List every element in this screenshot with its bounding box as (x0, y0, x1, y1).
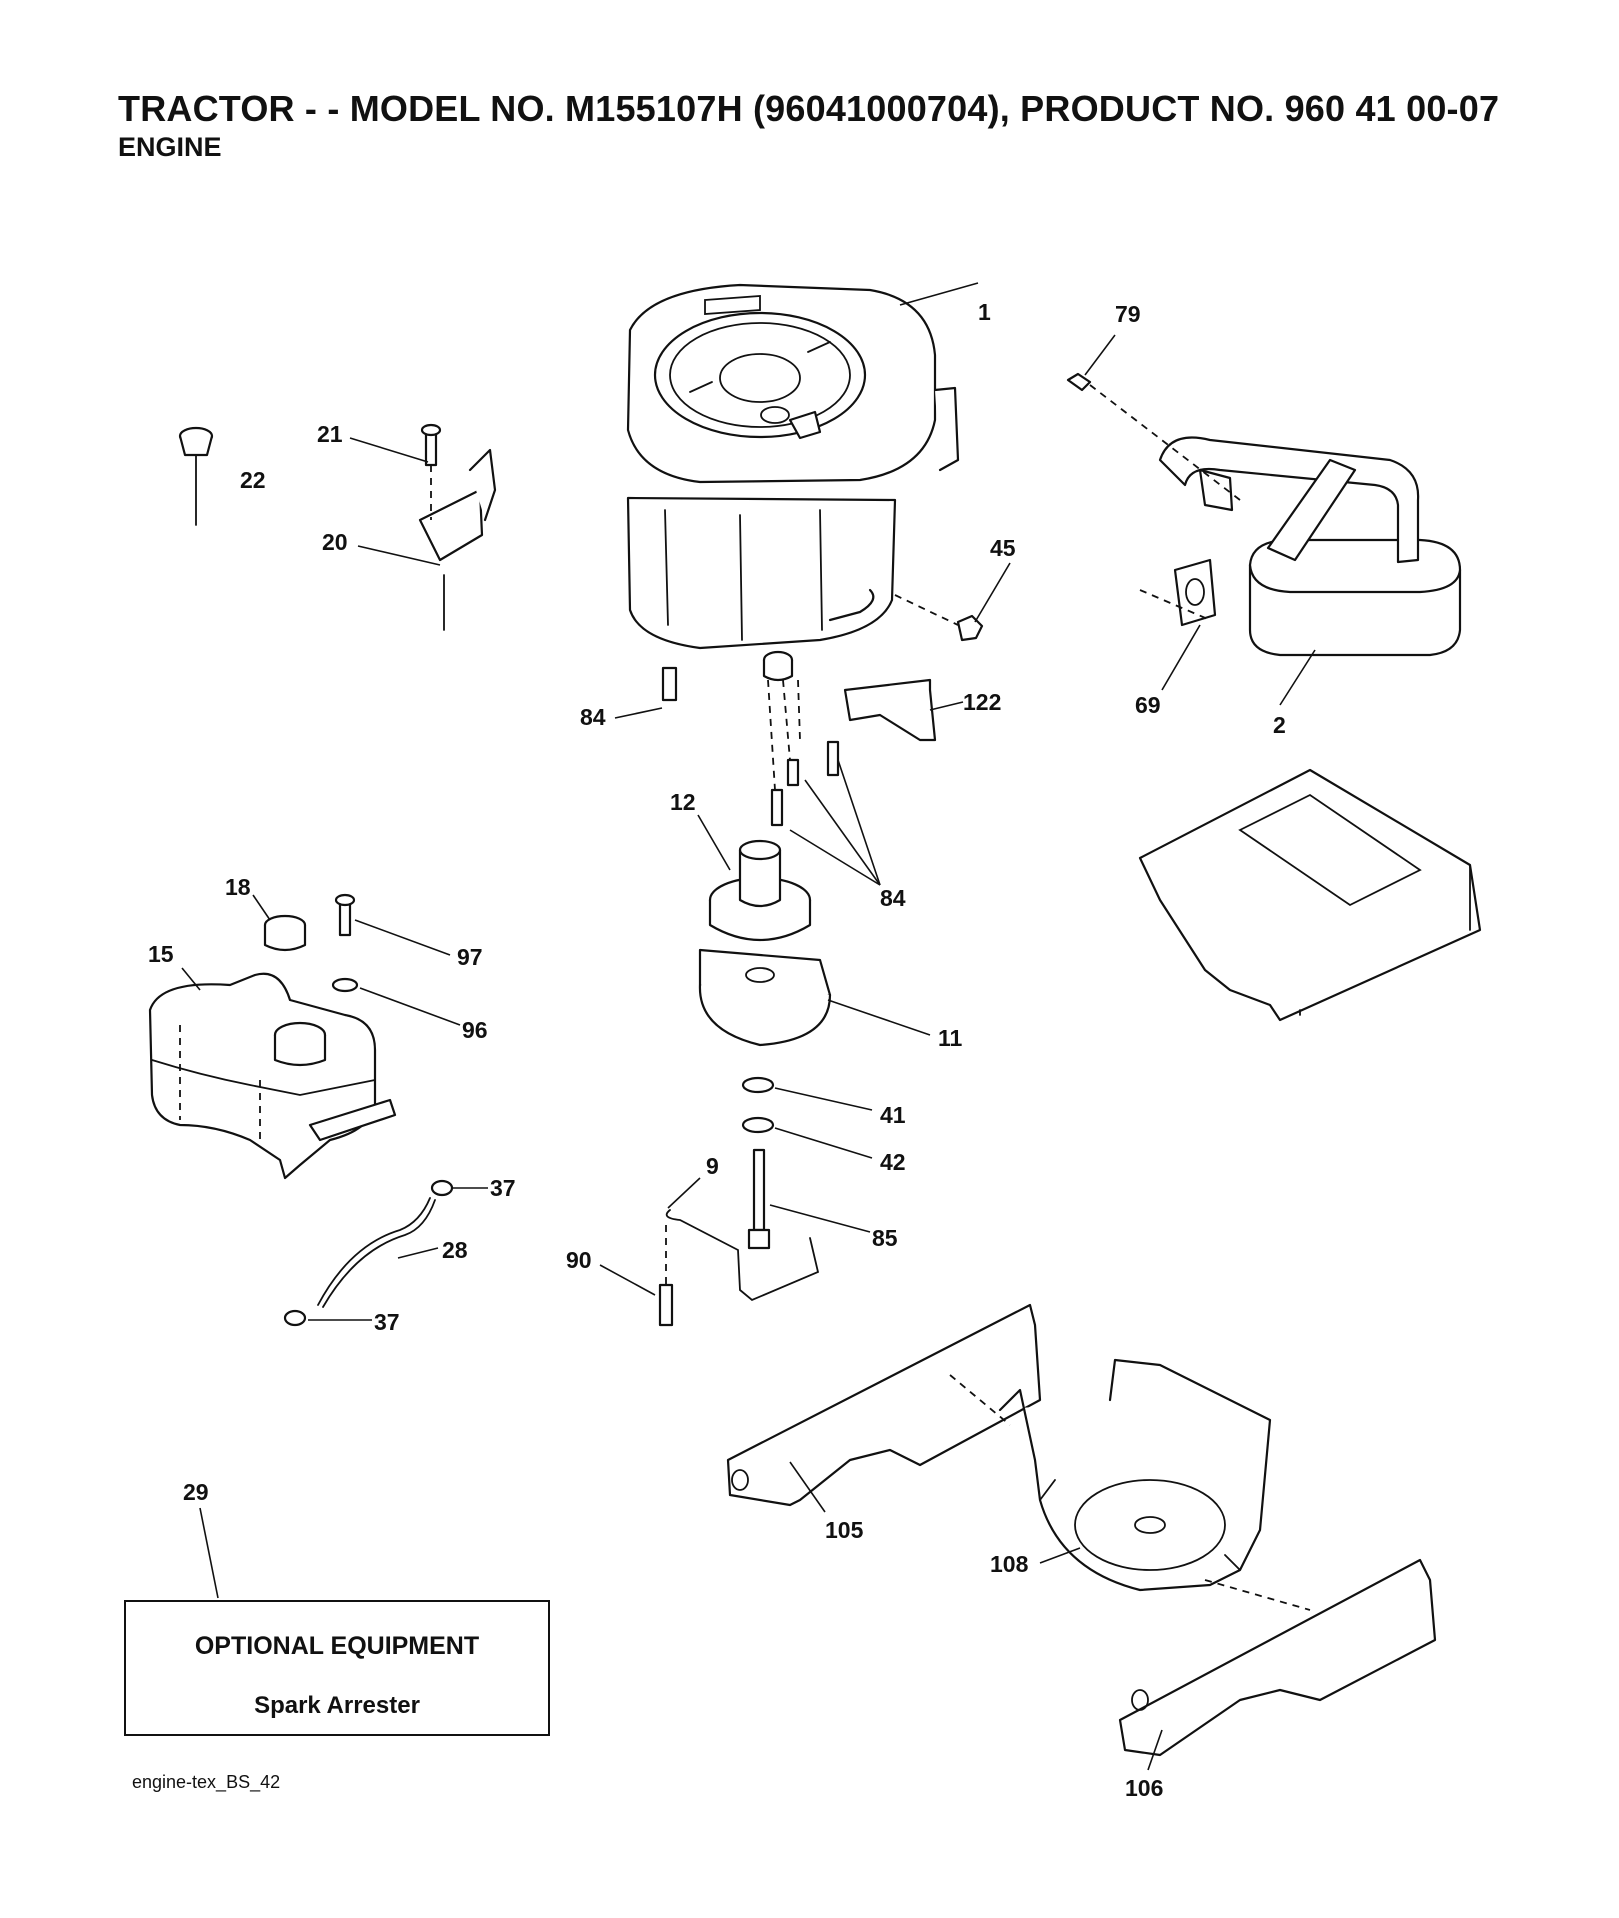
fuel-tank-15 (148, 972, 397, 1180)
clutch-11 (698, 948, 832, 1047)
callout-labels: 1 79 22 21 20 45 84 122 69 2 12 84 18 97… (148, 299, 1286, 1801)
callout-15: 15 (148, 941, 174, 967)
callout-37-lower: 37 (374, 1309, 400, 1335)
optional-equipment-box: OPTIONAL EQUIPMENT Spark Arrester (124, 1600, 550, 1736)
callout-1: 1 (978, 299, 991, 325)
callout-105: 105 (825, 1517, 864, 1543)
heat-shield-122 (843, 678, 937, 742)
callout-41: 41 (880, 1102, 906, 1128)
callout-12: 12 (670, 789, 696, 815)
page-title: TRACTOR - - MODEL NO. M155107H (96041000… (118, 88, 1500, 129)
callout-28: 28 (442, 1237, 468, 1263)
callout-122: 122 (963, 689, 1001, 715)
frame-bracket-106 (1118, 1558, 1437, 1757)
bolt-85 (752, 1148, 766, 1232)
choke-knob-22 (178, 426, 214, 526)
callout-96: 96 (462, 1017, 488, 1043)
washer-42 (741, 1116, 775, 1134)
section-subtitle: ENGINE (118, 132, 222, 162)
throttle-bracket-20 (418, 423, 497, 631)
callout-85: 85 (872, 1225, 898, 1251)
gasket-69 (1173, 558, 1217, 627)
callout-2: 2 (1273, 712, 1286, 738)
deck-shield-108 (998, 1358, 1272, 1592)
callout-90: 90 (566, 1247, 592, 1273)
muffler-part (1158, 436, 1462, 657)
clamp-37-lower (283, 1309, 307, 1327)
optional-equipment-item: Spark Arrester (254, 1692, 420, 1719)
bolt-90 (658, 1283, 674, 1327)
bolt-79 (1066, 372, 1092, 392)
mounting-plate (1138, 768, 1482, 1022)
callout-29: 29 (183, 1479, 209, 1505)
callout-45: 45 (990, 535, 1016, 561)
callout-106: 106 (1125, 1775, 1163, 1801)
optional-equipment-title: OPTIONAL EQUIPMENT (194, 1632, 480, 1660)
callout-11: 11 (938, 1025, 963, 1051)
nut-45 (956, 614, 984, 642)
leader-lines (181, 282, 1316, 1771)
callout-42: 42 (880, 1149, 906, 1175)
callout-9: 9 (706, 1153, 719, 1179)
pulley-12 (708, 839, 812, 941)
callout-97: 97 (457, 944, 483, 970)
belt-guide-9 (665, 1209, 820, 1302)
engine-part (626, 283, 960, 682)
clamp-37-upper (430, 1179, 454, 1197)
callout-69: 69 (1135, 692, 1161, 718)
callout-108: 108 (990, 1551, 1029, 1577)
diagram-code: engine-tex_BS_42 (132, 1772, 281, 1792)
washer-41 (741, 1076, 775, 1094)
callout-79: 79 (1115, 301, 1141, 327)
callout-20: 20 (322, 529, 348, 555)
fuel-line-28 (317, 1197, 431, 1306)
callout-84-left: 84 (580, 704, 606, 730)
callout-21: 21 (317, 421, 343, 447)
callout-84-right: 84 (880, 885, 906, 911)
callout-37-upper: 37 (490, 1175, 516, 1201)
bolt-84-set (661, 666, 840, 827)
callout-22: 22 (240, 467, 266, 493)
callout-18: 18 (225, 874, 251, 900)
washer-96 (331, 977, 359, 993)
frame-bracket-105 (726, 1303, 1042, 1507)
